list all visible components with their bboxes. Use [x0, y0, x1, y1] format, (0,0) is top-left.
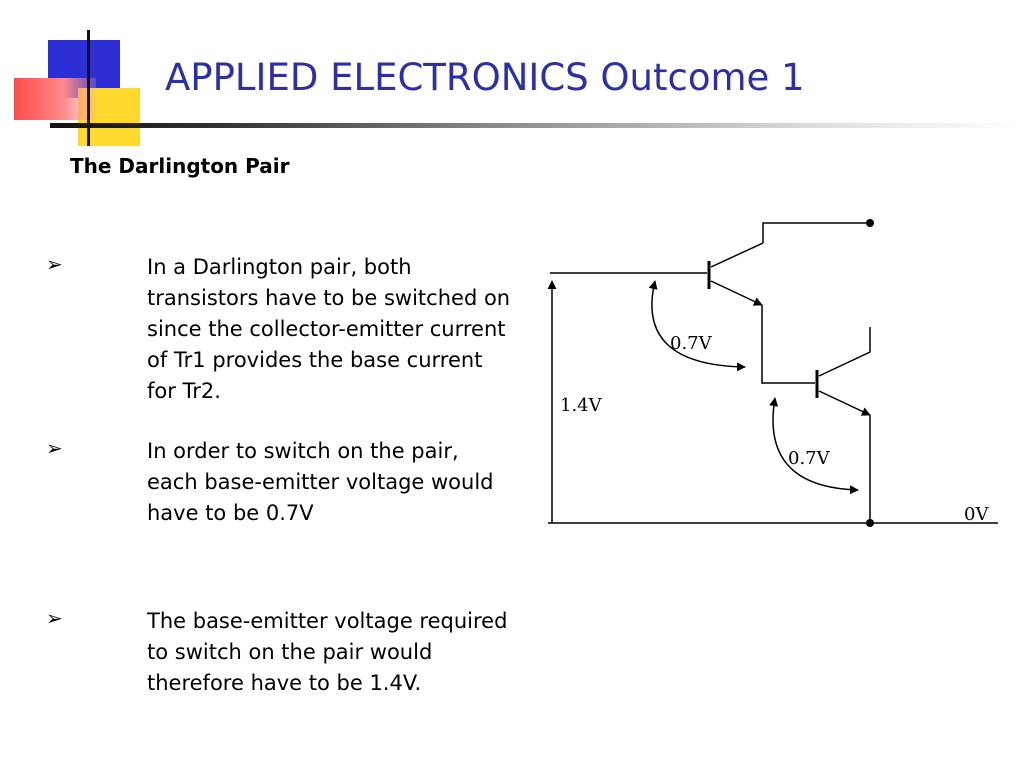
bullet-text: In order to switch on the pair, each bas… [147, 439, 494, 525]
vbe1-arrow [648, 280, 746, 372]
bullet-text: In a Darlington pair, both transistors h… [147, 255, 511, 403]
arrow-bullet-icon: ➢ [46, 436, 63, 460]
ground-label: 0V [964, 504, 989, 525]
header-rule [50, 123, 1024, 128]
collector-terminal-dot [866, 219, 874, 227]
tr1-emitter-arrow [710, 280, 763, 306]
ground-terminal-dot [866, 519, 874, 527]
vbe2-label: 0.7V [788, 448, 831, 469]
slide-title: APPLIED ELECTRONICS Outcome 1 [165, 56, 805, 99]
logo-vertical-line [87, 30, 90, 146]
arrow-bullet-icon: ➢ [46, 606, 63, 630]
transistor-tr2 [815, 327, 871, 523]
tr1-emitter-to-tr2-base-wire [761, 305, 815, 384]
slide-subtitle: The Darlington Pair [70, 154, 290, 178]
tr2-emitter-arrow [818, 390, 871, 416]
vbe2-arrow [769, 397, 859, 495]
vbe1-label: 0.7V [670, 333, 713, 354]
collector-wire [762, 222, 870, 243]
bullet-text: The base-emitter voltage required to swi… [147, 609, 508, 695]
arrow-bullet-icon: ➢ [46, 252, 63, 276]
transistor-tr1 [550, 222, 870, 306]
logo-decoration [0, 0, 160, 150]
darlington-circuit-diagram: 0.7V 0.7V 1.4V 0V [547, 219, 998, 527]
total-voltage-label: 1.4V [560, 395, 603, 416]
tr2-collector-lead [818, 327, 871, 377]
logo-red-bar [14, 78, 96, 120]
tr1-collector-lead [710, 242, 764, 268]
